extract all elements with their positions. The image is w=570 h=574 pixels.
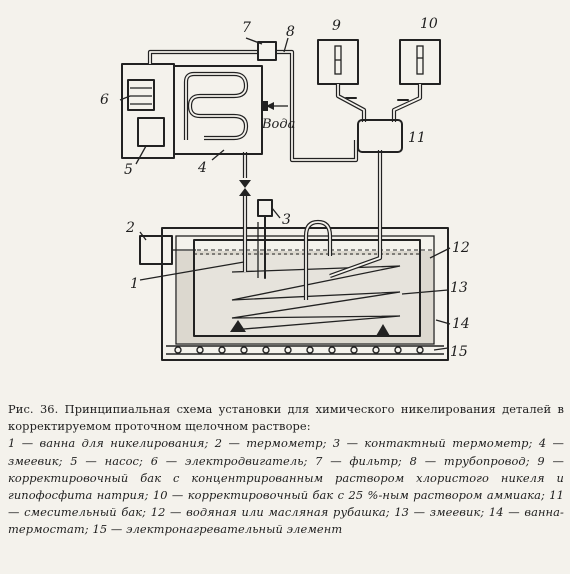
label-10: 10	[420, 16, 438, 32]
mixing-tank	[357, 119, 403, 153]
heater-coil	[284, 346, 292, 354]
heat-exchanger	[173, 65, 288, 155]
label-water: Вода	[261, 117, 295, 132]
label-6: 6	[100, 92, 109, 108]
heater-coil	[240, 346, 248, 354]
leader-lines	[119, 37, 451, 351]
mixing-outlet-pipe	[329, 150, 383, 278]
contact-thermometer	[257, 199, 273, 279]
heater-coil	[350, 346, 358, 354]
label-14: 14	[452, 316, 470, 332]
label-8: 8	[286, 24, 295, 40]
label-5: 5	[124, 162, 133, 178]
heater-coil	[372, 346, 380, 354]
label-1: 1	[130, 276, 139, 292]
heater-coil	[218, 346, 226, 354]
caption-legend: 1 — ванна для никелирования; 2 — термоме…	[8, 436, 564, 537]
heater-coil	[306, 346, 314, 354]
heater-coil	[416, 346, 424, 354]
support-right	[376, 324, 390, 336]
pipeline	[147, 49, 359, 163]
label-3: 3	[282, 212, 291, 228]
siphon	[303, 219, 333, 300]
label-13: 13	[450, 280, 468, 296]
support-left	[230, 320, 246, 332]
heater-coil	[328, 346, 336, 354]
heating-element	[166, 345, 444, 355]
heater-coil	[196, 346, 204, 354]
label-11: 11	[408, 130, 426, 146]
label-9: 9	[332, 18, 341, 34]
label-4: 4	[197, 160, 207, 176]
caption-title-line: Рис. 36. Принципиальная схема установки …	[8, 401, 564, 435]
caption-figure-number: Рис. 36.	[8, 402, 59, 416]
figure-caption: Рис. 36. Принципиальная схема установки …	[8, 401, 564, 539]
caption-title: Принципиальная схема установки для химич…	[8, 402, 564, 434]
pump	[137, 117, 165, 147]
filter	[257, 41, 277, 61]
correction-tank-9	[317, 39, 367, 122]
label-7: 7	[242, 20, 251, 36]
heater-coil	[262, 346, 270, 354]
pump-unit	[121, 63, 175, 159]
thermometer	[139, 235, 196, 265]
label-15: 15	[450, 344, 468, 360]
schematic-diagram: 1 2 3 4 5 6 7 8 9 10 11 12 13 14 15 Вода	[100, 16, 470, 361]
electric-motor	[127, 79, 155, 111]
heater-coil	[174, 346, 182, 354]
heater-coil	[394, 346, 402, 354]
label-12: 12	[452, 240, 470, 256]
inlet-pipe	[239, 152, 251, 272]
correction-tank-10	[391, 39, 441, 122]
bath-coil	[231, 265, 401, 331]
label-2: 2	[125, 220, 135, 236]
